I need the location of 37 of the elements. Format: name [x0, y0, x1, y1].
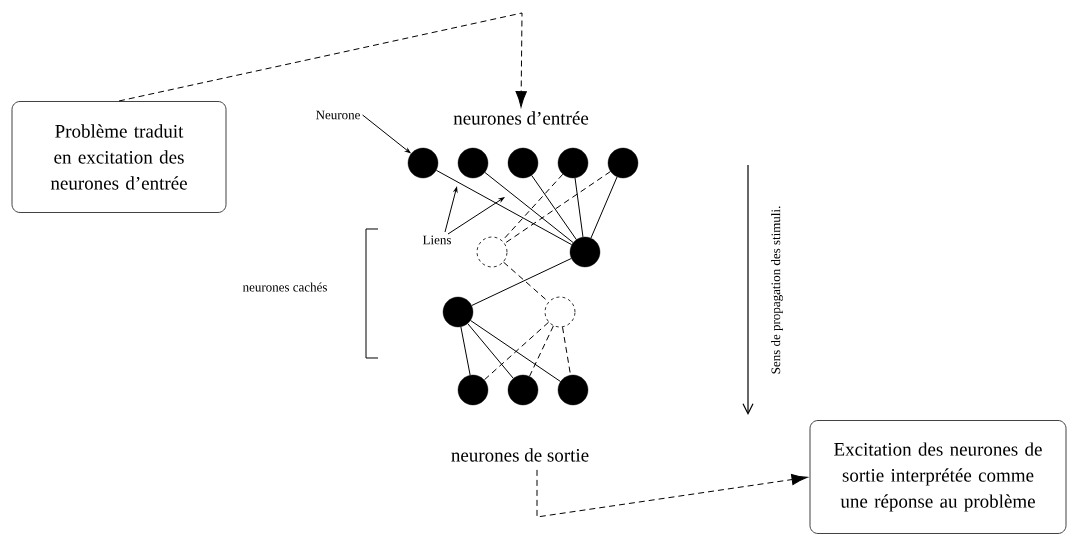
connection-line	[435, 169, 573, 246]
neuron-circle	[457, 147, 489, 179]
annotation-text: Sens de propagation des stimuli.	[771, 206, 783, 374]
text-box: Excitation des neurones de sortie interprétée comme une réponse au problème	[809, 420, 1067, 534]
annotation-text: neurones cachés	[242, 282, 327, 292]
connection-line	[484, 171, 574, 244]
connection-line	[574, 177, 584, 238]
leader-line	[444, 186, 458, 233]
neuron-circle	[457, 374, 489, 406]
neuron-circle	[507, 147, 539, 179]
arrow	[118, 12, 527, 108]
text-box: Problème traduit en excitation des neurones d’entrée	[11, 101, 227, 213]
neuron-circle	[507, 374, 539, 406]
connection-line	[531, 174, 577, 240]
neuron-circle	[557, 374, 589, 406]
neuron-label: neurones d’entrée	[453, 111, 589, 125]
connection-line	[529, 325, 554, 377]
neuron-circle	[557, 147, 589, 179]
connection-line	[460, 326, 471, 376]
annotation-text: Neurone	[316, 110, 360, 120]
annotation-text: Liens	[422, 235, 451, 245]
connection-line	[504, 171, 611, 244]
dashed-neuron-circle	[476, 236, 508, 268]
neuron-circle	[569, 236, 601, 268]
arrow	[536, 469, 808, 518]
leader-line	[447, 197, 505, 235]
connection-line	[470, 320, 561, 382]
connection-line	[590, 176, 618, 239]
connection-line	[471, 258, 572, 306]
connection-line	[467, 323, 514, 379]
dashed-neuron-circle	[544, 296, 576, 328]
neuron-label: neurones de sortie	[451, 448, 589, 462]
leader-line	[362, 114, 411, 154]
neuron-circle	[607, 147, 639, 179]
neuron-circle	[407, 147, 439, 179]
neuron-circle	[442, 296, 474, 328]
connection-line	[483, 321, 550, 381]
